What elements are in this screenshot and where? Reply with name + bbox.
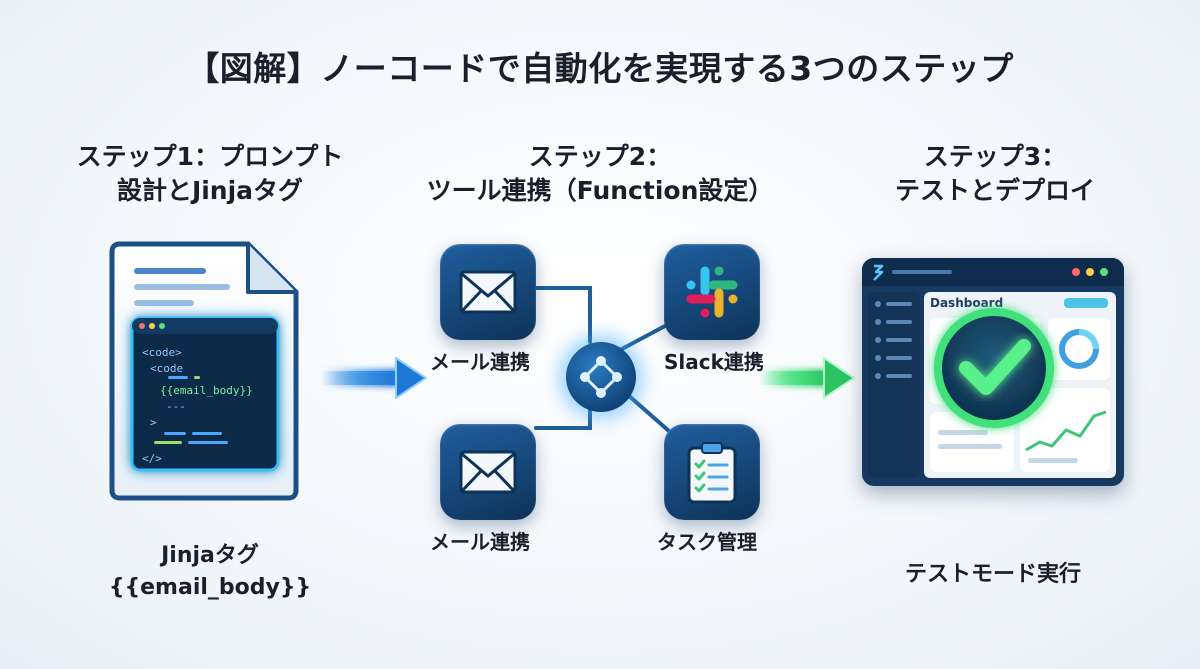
arrow-right-icon <box>760 357 855 399</box>
checkmark-icon <box>934 308 1054 428</box>
mail-icon <box>459 270 517 314</box>
step2-title: ステップ2： ツール連携（Function設定） <box>420 140 780 208</box>
code-line-email: {{email_body}} <box>160 384 253 397</box>
hub-icon <box>580 356 622 398</box>
step1-title-line1: ステップ1：プロンプト <box>76 142 344 171</box>
document-icon: <code> <code {{email_body}} --- > </> <box>108 240 300 502</box>
task-tile <box>664 424 760 520</box>
mail-icon <box>459 450 517 494</box>
step3-caption: テストモード実行 <box>904 562 1081 587</box>
arrow-right-icon <box>322 357 427 399</box>
mail-tile-top <box>440 244 536 340</box>
slack-tile <box>664 244 760 340</box>
step3-title-line1: ステップ3： <box>923 142 1067 171</box>
window-titlebar <box>862 258 1124 286</box>
hub-node <box>566 342 636 412</box>
code-line-1: <code> <box>142 346 182 359</box>
window-sidebar <box>868 292 920 478</box>
step1-caption: Jinjaタグ {{email_body}} <box>90 540 330 604</box>
code-line-gt: > <box>150 416 157 429</box>
code-line-close: </> <box>142 452 162 465</box>
label-task: タスク管理 <box>657 530 757 554</box>
label-mail-bottom: メール連携 <box>430 530 530 554</box>
page-title: 【図解】ノーコードで自動化を実現する3つのステップ <box>186 49 1014 88</box>
step1-title: ステップ1：プロンプト 設計とJinjaタグ <box>40 140 380 208</box>
dashboard-window-icon: Dashboard <box>862 258 1124 486</box>
step1-title-line2: 設計とJinjaタグ <box>116 176 304 205</box>
step1-caption-line2: {{email_body}} <box>108 575 312 600</box>
step3-title: ステップ3： テストとデプロイ <box>830 140 1160 208</box>
mail-tile-bottom <box>440 424 536 520</box>
label-slack: Slack連携 <box>664 350 764 374</box>
slack-icon <box>686 266 738 318</box>
code-line-dash: --- <box>166 400 186 413</box>
label-mail-top: メール連携 <box>430 350 530 374</box>
step3-title-line2: テストとデプロイ <box>894 176 1095 205</box>
step2-title-line2: ツール連携（Function設定） <box>426 176 774 205</box>
dashboard-label: Dashboard <box>930 296 1004 310</box>
code-line-2: <code <box>150 362 183 375</box>
step1-caption-line1: Jinjaタグ <box>161 543 259 568</box>
clipboard-checklist-icon <box>687 442 737 504</box>
step2-title-line1: ステップ2： <box>528 142 672 171</box>
